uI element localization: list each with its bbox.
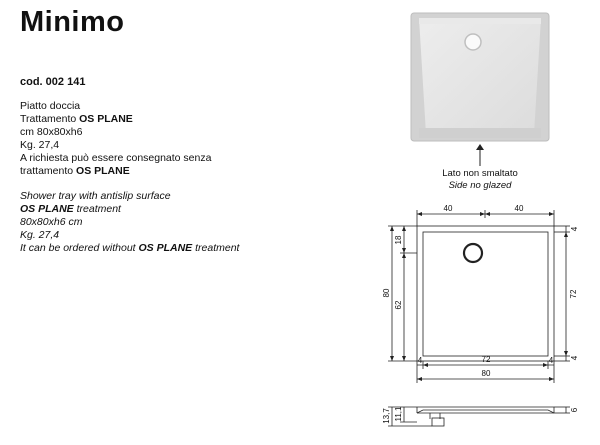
- desc-it-line-2-bold: OS PLANE: [79, 113, 133, 125]
- shower-tray-photo: [410, 12, 550, 142]
- desc-it-line-6-bold: OS PLANE: [76, 165, 130, 177]
- desc-en-line-5-suffix: treatment: [192, 242, 240, 254]
- desc-it-line-2: Trattamento OS PLANE: [20, 113, 320, 126]
- section-dim-outer: 13,7: [382, 408, 391, 424]
- product-description: Piatto doccia Trattamento OS PLANE cm 80…: [20, 100, 320, 255]
- desc-it-line-1: Piatto doccia: [20, 100, 81, 112]
- desc-spacer: [20, 178, 320, 190]
- dim-bottom-mid: 72: [482, 355, 491, 364]
- dim-left-upper: 18: [394, 235, 403, 244]
- desc-en-line-2-bold: OS PLANE: [20, 203, 74, 215]
- dim-bottom-left: 4: [418, 356, 423, 365]
- desc-it-line-6: trattamento OS PLANE: [20, 165, 320, 178]
- desc-en-line-5-bold: OS PLANE: [138, 242, 193, 254]
- desc-it-line-6-text: trattamento: [20, 165, 77, 177]
- desc-it-line-2-text: Trattamento: [20, 113, 80, 125]
- plan-drawing: 40 40 80 18 62 4 72 4 4 72 4 80 13,7 11,…: [382, 204, 579, 427]
- product-title: Minimo: [20, 6, 125, 38]
- dim-bottom-total: 80: [482, 369, 491, 378]
- dim-left-total: 80: [382, 288, 391, 297]
- desc-it-line-4: Kg. 27,4: [20, 139, 60, 151]
- desc-en-line-3: 80x80xh6 cm: [20, 216, 83, 228]
- photo-caption-it: Lato non smaltato: [442, 168, 518, 179]
- desc-en-line-5-text: It can be ordered without: [20, 242, 139, 254]
- desc-en-line-1: Shower tray with antislip surface: [20, 190, 171, 202]
- tray-basin: [422, 231, 549, 357]
- desc-en-line-2: OS PLANE treatment: [20, 203, 320, 216]
- drain-icon: [464, 33, 482, 51]
- dim-bottom-right: 4: [549, 356, 554, 365]
- dim-right-mid: 72: [569, 289, 578, 298]
- tray-outline: [416, 225, 555, 362]
- caption-arrow-icon: [476, 144, 484, 166]
- desc-en-line-2-text: treatment: [73, 203, 121, 215]
- dim-right-top: 4: [570, 226, 579, 231]
- dim-left-lower: 62: [394, 300, 403, 309]
- section-dim-inner: 11,1: [394, 406, 403, 422]
- drain-icon: [462, 242, 484, 264]
- dim-top-left: 40: [444, 204, 453, 213]
- dim-top-right: 40: [515, 204, 524, 213]
- desc-it-line-5: A richiesta può essere consegnato senza: [20, 152, 212, 164]
- desc-it-line-3: cm 80x80xh6: [20, 126, 83, 138]
- desc-en-line-5: It can be ordered without OS PLANE treat…: [20, 242, 320, 255]
- photo-caption-en: Side no glazed: [448, 180, 512, 191]
- desc-en-line-4: Kg. 27,4: [20, 229, 60, 241]
- dim-right-bottom: 4: [570, 355, 579, 360]
- section-drawing: [388, 406, 570, 427]
- section-dim-right: 6: [570, 407, 579, 412]
- product-code: cod. 002 141: [20, 76, 86, 88]
- photo-caption: Lato non smaltato Side no glazed: [410, 168, 550, 192]
